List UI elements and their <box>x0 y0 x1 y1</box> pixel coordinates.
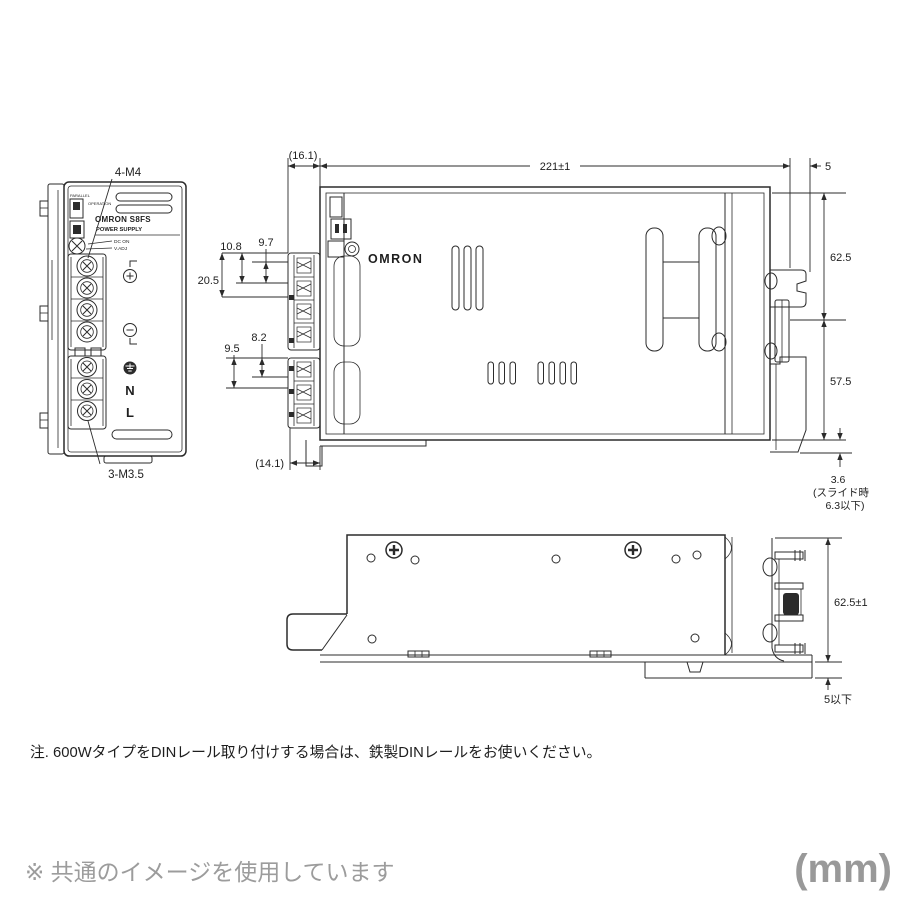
terminal-block-side-upper <box>287 252 321 351</box>
mount-tab <box>39 412 49 429</box>
mount-tab <box>39 200 49 217</box>
din-bracket-rear <box>762 538 806 662</box>
connector-detail <box>330 218 352 240</box>
din-slide-bracket <box>645 226 727 352</box>
dim-9-7: 9.7 <box>258 237 273 249</box>
side-body <box>319 186 771 441</box>
hole <box>410 555 420 565</box>
brand-model-label: OMRON S8FS <box>95 215 151 224</box>
dim-10-8: 10.8 <box>220 241 241 253</box>
dim-front-depth: (16.1) <box>289 150 318 162</box>
dim-upper-height: 62.5 <box>830 252 851 264</box>
dc-terminal-block <box>67 253 107 351</box>
dc-on-label: DC ON <box>114 239 130 245</box>
ground-terminal-icon <box>123 361 137 375</box>
rail-bump <box>686 661 704 673</box>
dim-14-1: (14.1) <box>255 458 284 470</box>
brand-logo: OMRON <box>368 252 423 266</box>
screw-callout-bottom: 3-M3.5 <box>108 469 144 481</box>
hole <box>671 554 681 564</box>
terminal-screw <box>76 321 98 343</box>
dimensions-bottom: 62.5±1 5以下 <box>775 537 868 706</box>
dimensions: (16.1) 221±1 5 62.5 57.5 <box>198 150 870 512</box>
din-rail-clips <box>764 269 807 453</box>
front-foot <box>305 440 323 467</box>
connector-detail <box>327 240 345 258</box>
bottom-view: 62.5±1 5以下 <box>286 534 868 706</box>
connector-detail <box>329 196 343 218</box>
block-joint <box>90 347 102 357</box>
dim-rail-offset: 5 <box>825 161 831 173</box>
v-adj-label: V.ADJ <box>114 246 128 252</box>
terminal-screw <box>76 255 98 277</box>
dim-slide: 3.6 <box>831 474 846 486</box>
dim-9-5: 9.5 <box>224 343 239 355</box>
vent-cluster <box>407 650 430 658</box>
watermark: ※ 共通のイメージを使用しています <box>25 859 395 885</box>
dim-lower-height: 57.5 <box>830 376 851 388</box>
side-view: OMRON <box>198 150 870 512</box>
hole <box>551 554 561 564</box>
unit-label: (mm) <box>794 847 892 891</box>
vent-slots-large <box>451 245 484 311</box>
parallel-switch <box>69 198 84 219</box>
line-terminal-label: L <box>126 405 134 420</box>
ac-terminal-block <box>67 355 107 430</box>
hole <box>366 553 376 563</box>
plus-terminal-icon <box>123 260 137 283</box>
dim-slide-note-1: (スライド時 <box>813 487 869 499</box>
terminal-screw <box>77 357 97 377</box>
dim-protrusion: 5以下 <box>824 694 852 706</box>
footnote: 注. 600WタイプをDINレール取り付けする場合は、鉄製DINレールをお使いく… <box>30 744 601 761</box>
side-rail <box>47 183 65 455</box>
bottom-lip <box>320 440 427 447</box>
operation-label: OPERATION <box>88 201 111 206</box>
vent-slot <box>111 429 173 440</box>
terminal-screw <box>77 379 97 399</box>
voltage-adjust-knob <box>68 237 86 255</box>
vent-slot <box>115 192 173 202</box>
terminal-screw <box>76 277 98 299</box>
block-joint <box>74 347 86 357</box>
screw-callout-top: 4-M4 <box>115 167 142 179</box>
vent-slots-small <box>487 361 577 385</box>
hole <box>690 633 700 643</box>
bottom-body <box>346 534 726 655</box>
terminal-block-side-lower <box>287 357 321 429</box>
dim-slide-note-2: 6.3以下) <box>825 500 864 512</box>
hole <box>367 634 377 644</box>
parallel-label: PARALLEL <box>70 193 91 198</box>
dim-body-depth: 221±1 <box>540 161 571 173</box>
minus-terminal-icon <box>123 323 137 345</box>
dim-20-5: 20.5 <box>198 275 219 287</box>
terminal-screw <box>77 401 97 421</box>
bottom-tab <box>103 455 153 464</box>
neutral-terminal-label: N <box>125 383 134 398</box>
vent-slot <box>115 204 173 214</box>
hole <box>692 550 702 560</box>
phillips-screw <box>624 541 642 559</box>
left-tab <box>286 613 347 651</box>
front-view: PARALLEL OPERATION OMRON S8FS POWER SUPP… <box>39 167 187 481</box>
product-label: POWER SUPPLY <box>96 227 142 233</box>
mount-tab <box>39 305 49 322</box>
vent-cluster <box>589 650 612 658</box>
dim-bottom-height: 62.5±1 <box>834 597 868 609</box>
phillips-screw <box>385 541 403 559</box>
dim-8-2: 8.2 <box>251 332 266 344</box>
terminal-screw <box>76 299 98 321</box>
